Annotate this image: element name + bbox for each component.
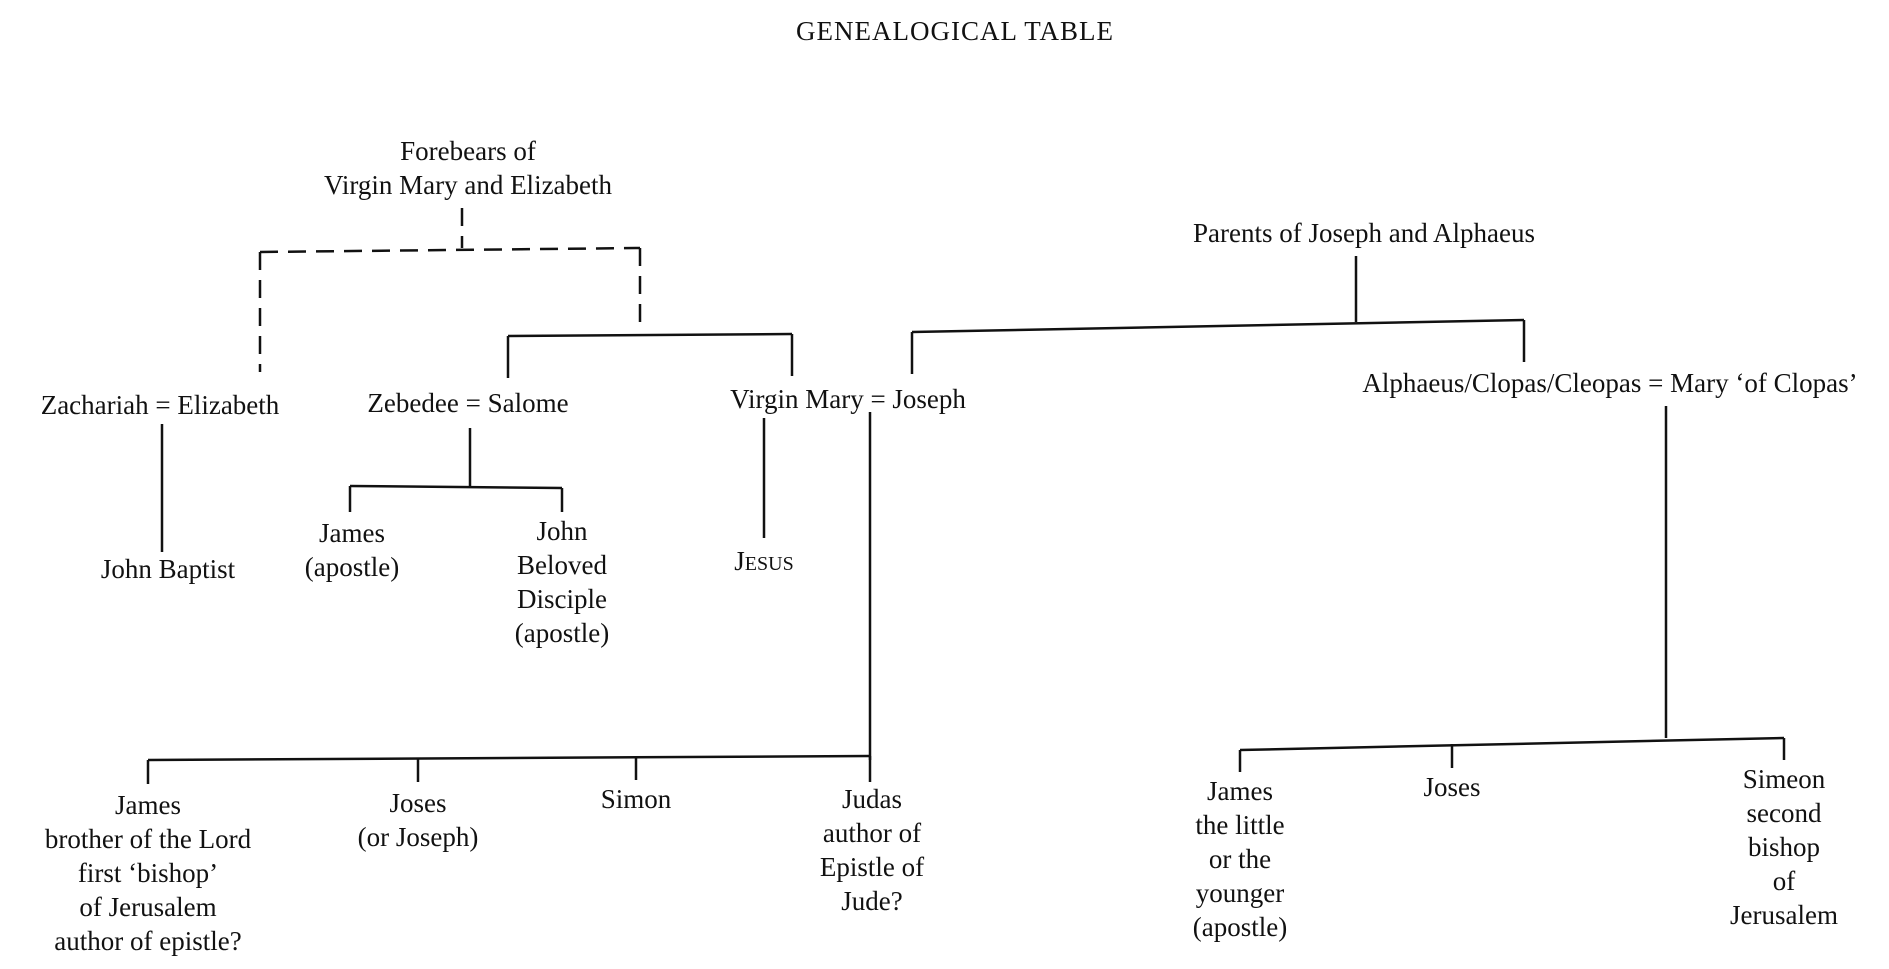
judas-node: Judas author of Epistle of Jude? — [819, 784, 925, 916]
connector-brothers-of-lord-bar — [147, 754, 871, 762]
jesus-node: JESUS — [734, 546, 794, 576]
joses-node: Joses — [1423, 772, 1481, 802]
alphaeus-mary-node: Alphaeus/Clopas/Cleopas = Mary ‘of Clopa… — [1362, 368, 1858, 398]
connector-brothers-bar — [911, 318, 1525, 334]
connector-forebears-bar — [259, 246, 641, 254]
james-little-node: James the little or the younger (apostle… — [1192, 776, 1288, 942]
joses-joseph-node: Joses (or Joseph) — [357, 788, 479, 852]
simeon-node: Simeon second bishop of Jerusalem — [1730, 764, 1838, 930]
zebedee-salome-node: Zebedee = Salome — [367, 388, 569, 418]
john-beloved-node: John Beloved Disciple (apostle) — [514, 516, 610, 648]
connector-sisters-bar — [507, 332, 793, 338]
zachariah-elizabeth-node: Zachariah = Elizabeth — [40, 390, 280, 420]
connector-clopas-children-bar — [1239, 736, 1785, 752]
simon-node: Simon — [600, 784, 672, 814]
james-apostle-node: James (apostle) — [304, 518, 400, 582]
james-brother-node: James brother of the Lord first ‘bishop’… — [44, 790, 252, 956]
forebears-node: Forebears of Virgin Mary and Elizabeth — [323, 136, 613, 200]
connector-zebedee-bar — [349, 484, 563, 490]
mary-joseph-node: Virgin Mary = Joseph — [730, 384, 966, 414]
page-title: GENEALOGICAL TABLE — [795, 16, 1115, 46]
parents-node: Parents of Joseph and Alphaeus — [1193, 218, 1535, 248]
john-baptist-node: John Baptist — [100, 554, 236, 584]
